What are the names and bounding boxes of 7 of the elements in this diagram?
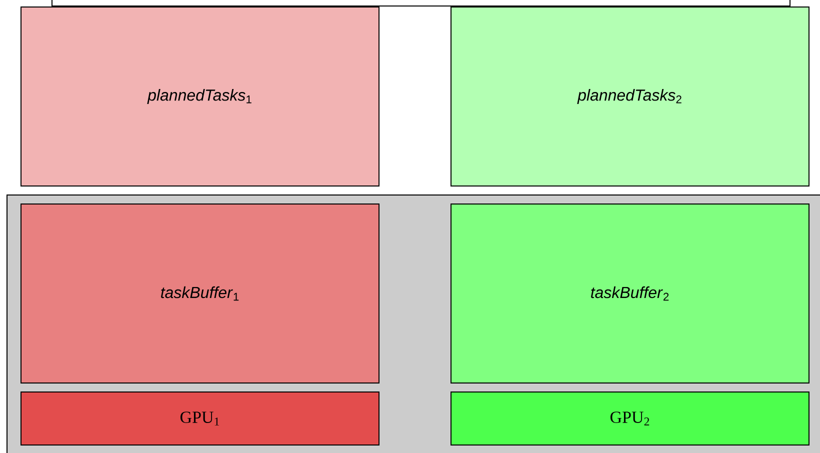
gpu-box: GPU$_{1}$ (20, 392, 380, 446)
task-box: plannedTasks$_{1}$ (20, 6, 380, 186)
task-box: plannedTasks$_{2}$ (450, 6, 810, 186)
outline-box (52, 0, 790, 6)
buffer-box: taskBuffer$_{2}$ (450, 204, 810, 384)
buffer-box: taskBuffer$_{1}$ (20, 204, 380, 384)
gpu-box: GPU$_{2}$ (450, 392, 810, 446)
